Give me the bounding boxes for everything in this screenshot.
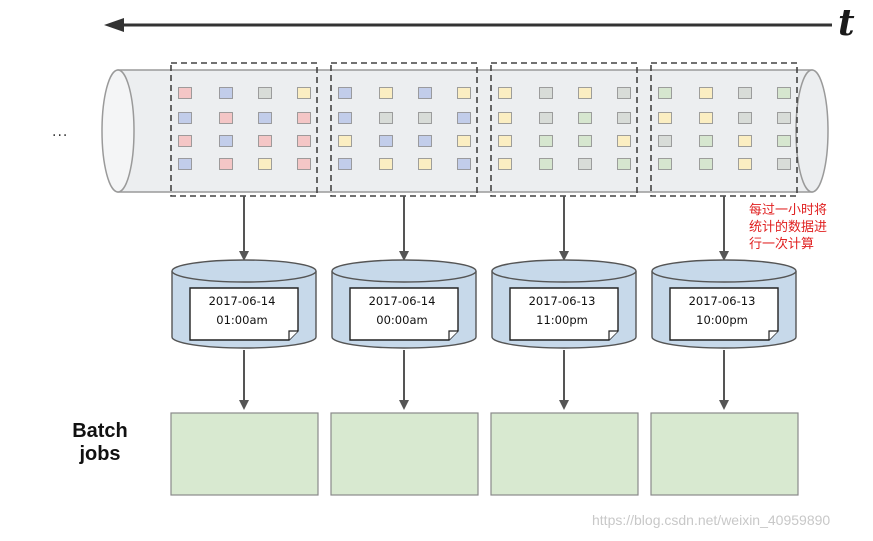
window-2-database-top (331, 259, 477, 283)
event-square (457, 135, 471, 147)
event-square (258, 158, 272, 170)
window-1-timestamp: 2017-06-14 01:00am (190, 292, 294, 330)
event-square (539, 135, 553, 147)
event-square (338, 112, 352, 124)
event-square (777, 87, 791, 99)
event-square (777, 135, 791, 147)
event-square (578, 87, 592, 99)
event-square (578, 135, 592, 147)
event-square (658, 135, 672, 147)
window-4-timestamp: 2017-06-13 10:00pm (670, 292, 774, 330)
event-square (379, 87, 393, 99)
event-square (777, 112, 791, 124)
event-square (498, 135, 512, 147)
window-3-date: 2017-06-13 (528, 294, 596, 308)
event-square (178, 112, 192, 124)
event-square (219, 87, 233, 99)
event-square (178, 158, 192, 170)
event-square (578, 112, 592, 124)
window-4-time: 10:00pm (696, 313, 748, 327)
time-axis-label: t (838, 2, 855, 44)
time-arrow-head (104, 18, 124, 32)
event-square (457, 112, 471, 124)
window-1-date: 2017-06-14 (208, 294, 276, 308)
watermark-url: https://blog.csdn.net/weixin_40959890 (592, 512, 831, 528)
event-square (178, 87, 192, 99)
window-3-timestamp: 2017-06-13 11:00pm (510, 292, 614, 330)
event-square (338, 135, 352, 147)
event-square (617, 158, 631, 170)
event-square (738, 112, 752, 124)
event-square (738, 135, 752, 147)
window-3-document-fold (608, 330, 618, 340)
window-1-database-top (171, 259, 317, 283)
event-square (457, 158, 471, 170)
window-2-time: 00:00am (376, 313, 428, 327)
window-3-database-top (491, 259, 637, 283)
event-square (699, 135, 713, 147)
event-square (498, 87, 512, 99)
event-square (699, 112, 713, 124)
event-square (219, 135, 233, 147)
event-square (297, 158, 311, 170)
event-square (338, 158, 352, 170)
stream-pipe-left-end (101, 69, 135, 193)
event-square (498, 158, 512, 170)
window-1-batch-job-box (170, 412, 319, 496)
window-3-time: 11:00pm (536, 313, 588, 327)
window-4-date: 2017-06-13 (688, 294, 756, 308)
event-square (617, 135, 631, 147)
event-square (178, 135, 192, 147)
window-1-document-fold (288, 330, 298, 340)
event-square (297, 112, 311, 124)
window-4-document-fold (768, 330, 778, 340)
event-square (418, 87, 432, 99)
annotation-text: 每过一小时将 统计的数据进 行一次计算 (749, 203, 828, 252)
window-4-batch-job-box (650, 412, 799, 496)
event-square (658, 158, 672, 170)
stream-pipe-right-end (795, 69, 829, 193)
event-square (539, 112, 553, 124)
batch-jobs-label: Batch jobs (72, 420, 128, 465)
event-square (219, 112, 233, 124)
window-2-timestamp: 2017-06-14 00:00am (350, 292, 454, 330)
event-square (258, 112, 272, 124)
event-square (578, 158, 592, 170)
event-square (539, 158, 553, 170)
event-square (418, 135, 432, 147)
window-3-batch-job-box (490, 412, 639, 496)
event-square (738, 158, 752, 170)
event-square (539, 87, 553, 99)
event-square (658, 87, 672, 99)
event-square (699, 87, 713, 99)
event-square (379, 158, 393, 170)
event-square (777, 158, 791, 170)
event-square (457, 87, 471, 99)
window-2-date: 2017-06-14 (368, 294, 436, 308)
event-square (658, 112, 672, 124)
event-square (219, 158, 233, 170)
event-square (418, 158, 432, 170)
event-square (258, 87, 272, 99)
window-4-database-top (651, 259, 797, 283)
event-square (297, 135, 311, 147)
window-2-document-fold (448, 330, 458, 340)
event-square (738, 87, 752, 99)
event-square (617, 87, 631, 99)
window-1-time: 01:00am (216, 313, 268, 327)
event-square (418, 112, 432, 124)
event-square (297, 87, 311, 99)
window-2-batch-job-box (330, 412, 479, 496)
stream-ellipsis: ... (52, 124, 69, 140)
event-square (617, 112, 631, 124)
event-square (379, 135, 393, 147)
event-square (258, 135, 272, 147)
event-square (338, 87, 352, 99)
event-square (498, 112, 512, 124)
event-square (379, 112, 393, 124)
event-square (699, 158, 713, 170)
